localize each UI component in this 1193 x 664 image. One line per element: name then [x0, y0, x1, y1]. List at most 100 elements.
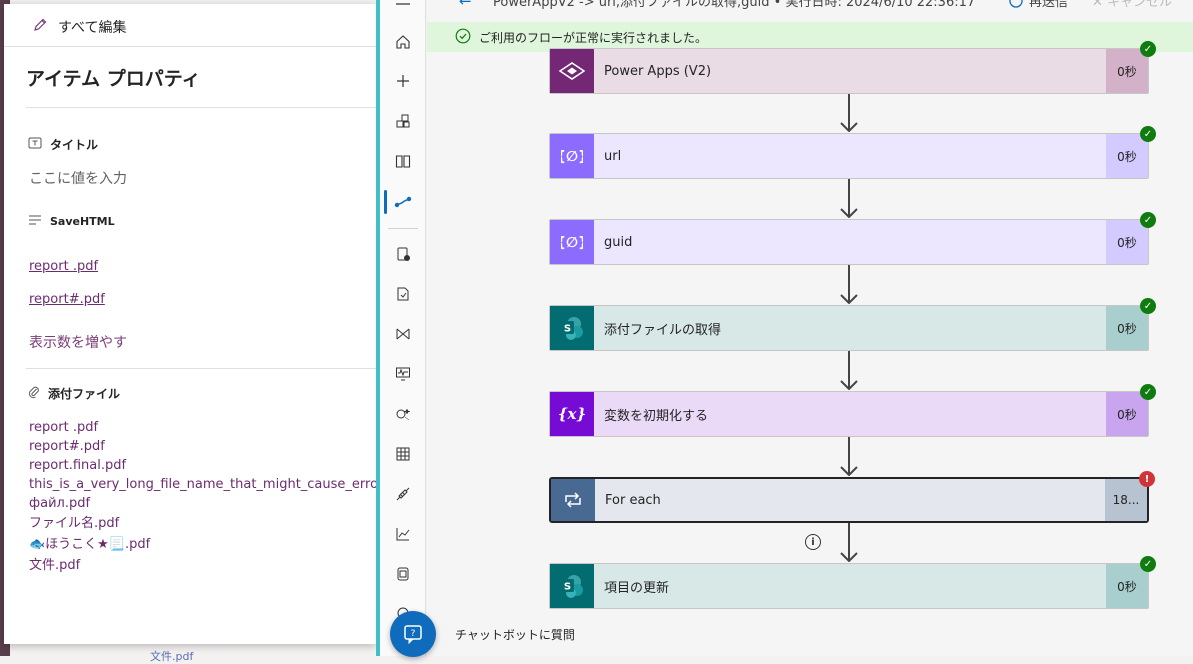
- title-label-text: タイトル: [50, 138, 99, 152]
- connections-icon[interactable]: [392, 483, 414, 505]
- title-input[interactable]: ここに値を入力: [29, 171, 127, 187]
- resend-icon: [1009, 0, 1023, 8]
- run-header: ← PowerAppV2 -> url,添付ファイルの取得,guid • 実行日…: [427, 0, 1193, 10]
- success-status-icon: ✓: [1140, 556, 1156, 572]
- flow-step-card[interactable]: {x} 変数を初期化する 0秒✓: [549, 384, 1156, 437]
- savehtml-field-label: SaveHTML: [28, 214, 115, 229]
- nav-separator: [388, 228, 418, 229]
- savehtml-link[interactable]: report#.pdf: [29, 292, 105, 307]
- connector-arrow: [848, 437, 850, 475]
- hamburger-menu-icon[interactable]: [392, 0, 414, 14]
- run-title: PowerAppV2 -> url,添付ファイルの取得,guid • 実行日時:…: [493, 0, 976, 10]
- savehtml-label-text: SaveHTML: [50, 215, 115, 228]
- analytics-icon[interactable]: [392, 523, 414, 545]
- step-name: guid: [604, 234, 633, 250]
- arrowhead-icon: [840, 294, 858, 304]
- background-file-link: 文件.pdf: [150, 650, 194, 663]
- step-name: Power Apps (V2): [604, 63, 712, 79]
- step-duration: 0秒: [1106, 564, 1148, 608]
- svg-text:S: S: [564, 324, 571, 335]
- process-mining-icon[interactable]: [392, 323, 414, 345]
- savehtml-link[interactable]: report .pdf: [29, 259, 99, 274]
- monitor-icon[interactable]: [392, 363, 414, 385]
- divider: [4, 46, 376, 47]
- connector-arrow: [848, 265, 850, 303]
- step-name: 項目の更新: [604, 580, 670, 596]
- loop-icon: [551, 479, 595, 521]
- chatbot-icon: ?: [404, 625, 422, 644]
- flow-step-card[interactable]: Power Apps (V2)0秒✓: [549, 41, 1156, 94]
- desktop-flows-icon[interactable]: [392, 563, 414, 585]
- attachments-label-text: 添付ファイル: [48, 387, 121, 401]
- chatbot-button[interactable]: ?: [390, 611, 436, 657]
- cancel-button[interactable]: ✕ キャンセル: [1092, 0, 1172, 10]
- text-field-icon: [28, 137, 42, 152]
- attachment-link[interactable]: report#.pdf: [29, 439, 105, 454]
- resend-button[interactable]: 再送信: [1009, 0, 1068, 10]
- learn-icon[interactable]: [392, 150, 414, 172]
- svg-text:S: S: [564, 582, 571, 593]
- powerapps-icon: [550, 49, 594, 93]
- connector-arrow: [848, 179, 850, 217]
- show-more-link[interactable]: 表示数を増やす: [29, 335, 127, 351]
- pencil-icon: [32, 17, 48, 37]
- compose-icon: {∅}: [550, 220, 594, 264]
- sharepoint-icon: S: [550, 564, 594, 608]
- error-status-icon: !: [1139, 471, 1155, 487]
- attachment-link[interactable]: 🐟ほうこく★📃.pdf: [29, 537, 151, 552]
- title-field-label: タイトル: [28, 136, 98, 153]
- connector-arrow: [848, 523, 850, 561]
- multiline-text-icon: [28, 214, 42, 229]
- attachment-link[interactable]: ファイル名.pdf: [29, 516, 120, 531]
- home-icon[interactable]: [392, 31, 414, 53]
- attachment-link[interactable]: 文件.pdf: [29, 558, 81, 573]
- variable-icon: {x}: [550, 392, 594, 436]
- arrowhead-icon: [840, 466, 858, 476]
- step-name: 添付ファイルの取得: [604, 322, 722, 338]
- attachment-link[interactable]: файл.pdf: [29, 496, 91, 511]
- my-flows-icon[interactable]: [392, 191, 414, 213]
- arrowhead-icon: [840, 208, 858, 218]
- edit-all-button[interactable]: すべて編集: [32, 16, 126, 38]
- panel-edge: [376, 0, 380, 656]
- run-details-canvas: ← PowerAppV2 -> url,添付ファイルの取得,guid • 実行日…: [427, 0, 1193, 656]
- arrowhead-icon: [840, 122, 858, 132]
- tables-icon[interactable]: [392, 443, 414, 465]
- flow-step-card[interactable]: S 項目の更新 0秒✓: [549, 556, 1156, 609]
- compose-icon: {∅}: [550, 134, 594, 178]
- solutions-icon[interactable]: [392, 283, 414, 305]
- success-status-icon: ✓: [1140, 41, 1156, 57]
- resend-label: 再送信: [1029, 0, 1069, 10]
- success-status-icon: ✓: [1140, 384, 1156, 400]
- attachment-link[interactable]: report .pdf: [29, 420, 99, 435]
- flow-step-card[interactable]: {∅} guid 0秒✓: [549, 212, 1156, 265]
- templates-icon[interactable]: [392, 110, 414, 132]
- chatbot-label: チャットボットに質問: [455, 628, 575, 642]
- sharepoint-icon: S: [550, 306, 594, 350]
- step-duration: 0秒: [1106, 220, 1148, 264]
- arrowhead-icon: [840, 380, 858, 390]
- create-icon[interactable]: [392, 70, 414, 92]
- svg-text:{x}: {x}: [558, 405, 586, 423]
- success-status-icon: ✓: [1140, 298, 1156, 314]
- success-status-icon: ✓: [1140, 212, 1156, 228]
- arrowhead-icon: [840, 552, 858, 562]
- divider: [26, 107, 376, 108]
- step-duration: 0秒: [1106, 392, 1148, 436]
- approvals-icon[interactable]: [392, 243, 414, 265]
- attachment-link[interactable]: report.final.pdf: [29, 458, 127, 473]
- back-arrow-icon[interactable]: ←: [459, 0, 472, 10]
- step-name: 変数を初期化する: [604, 408, 709, 424]
- ai-hub-icon[interactable]: [392, 403, 414, 425]
- info-icon[interactable]: i: [805, 534, 821, 550]
- success-check-icon: [455, 28, 471, 47]
- svg-text:?: ?: [411, 629, 416, 639]
- attachments-list: report .pdf report#.pdf report.final.pdf…: [29, 418, 376, 576]
- banner-message: ご利用のフローが正常に実行されました。: [479, 30, 708, 45]
- attachment-link[interactable]: this_is_a_very_long_file_name_that_might…: [29, 477, 376, 492]
- step-name: url: [604, 148, 622, 164]
- svg-text:{∅}: {∅}: [561, 149, 583, 165]
